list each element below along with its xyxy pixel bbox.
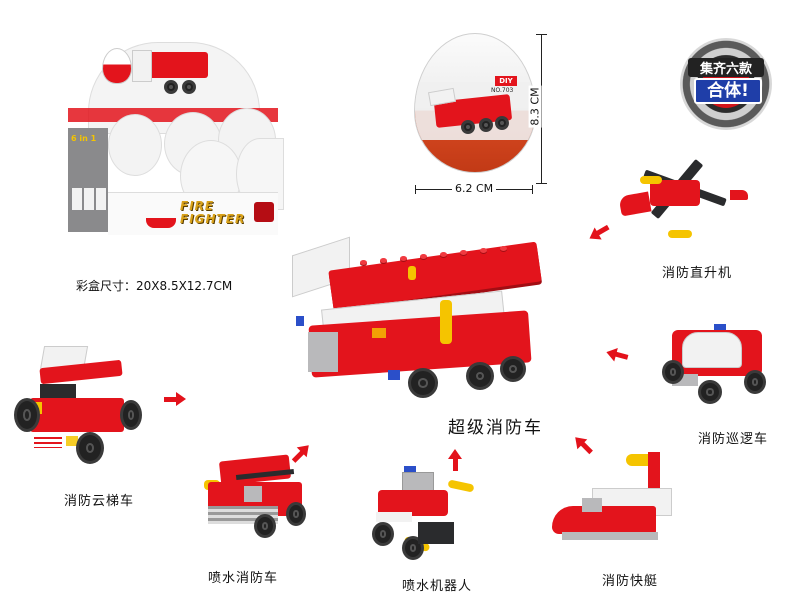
display-box: 6 in 1 FIRE FIGHTER xyxy=(68,42,284,235)
model-name-helicopter: 消防直升机 xyxy=(662,266,733,281)
truck-headlight xyxy=(388,370,400,380)
robot-cannon xyxy=(447,479,475,493)
egg-truck-wheel xyxy=(461,120,475,134)
width-dimension-tick xyxy=(532,185,533,194)
width-dimension-label: 6.2 CM xyxy=(452,182,497,195)
egg-diy-badge: DIY xyxy=(495,76,517,86)
height-dimension-tick xyxy=(536,34,547,35)
patrol-roof xyxy=(682,332,742,368)
boat-tower xyxy=(648,452,660,492)
patrol-wheel xyxy=(744,370,766,394)
box-side-thumb xyxy=(84,188,94,210)
arrow-icon xyxy=(587,223,611,243)
boat-windshield xyxy=(582,498,602,512)
truck-wheel xyxy=(500,356,526,382)
main-model-name: 超级消防车 xyxy=(448,418,543,438)
box-egg xyxy=(108,114,162,176)
main-model-super-fire-truck xyxy=(290,236,550,406)
truck-grille xyxy=(308,332,338,372)
boat-bottom xyxy=(562,532,658,540)
robot-base xyxy=(418,522,454,544)
heli-body xyxy=(650,180,700,206)
ladder-wheel xyxy=(14,398,40,432)
box-side-thumb xyxy=(72,188,82,210)
truck-headlight xyxy=(296,316,304,326)
egg-truck-wheel xyxy=(495,116,509,130)
arrow-icon xyxy=(605,347,629,362)
box-front-panel xyxy=(108,192,278,235)
heli-front xyxy=(618,191,652,217)
ladder-light xyxy=(66,436,78,446)
cannon-truck-wheel xyxy=(286,502,306,526)
height-dimension-tick xyxy=(536,183,547,184)
model-patrol-car xyxy=(662,312,772,404)
truck-wheel xyxy=(466,362,494,390)
box-front-truck xyxy=(254,202,274,222)
emblem-line2: 合体! xyxy=(694,78,762,104)
model-name-water-cannon-truck: 喷水消防车 xyxy=(208,571,279,586)
truck-wheel xyxy=(408,368,438,398)
robot-siren xyxy=(404,466,416,472)
box-side-panel: 6 in 1 xyxy=(68,128,108,232)
model-name-water-robot: 喷水机器人 xyxy=(402,579,473,594)
ladder-wheel xyxy=(120,400,142,430)
patrol-wheel xyxy=(662,360,684,384)
box-header-wheel xyxy=(164,80,178,94)
box-header-wheel xyxy=(182,80,196,94)
robot-panel xyxy=(376,512,412,522)
robot-body xyxy=(378,490,448,516)
robot-wheel xyxy=(372,522,394,546)
model-aerial-ladder-truck xyxy=(10,346,142,466)
emblem-line1: 集齐六款 xyxy=(688,58,764,77)
box-brand-logo: FIRE FIGHTER xyxy=(180,199,246,226)
collect-all-emblem: 集齐六款 合体! xyxy=(680,38,772,130)
model-name-patrol-car: 消防巡逻车 xyxy=(698,432,769,447)
cannon-truck-block xyxy=(244,486,262,502)
width-dimension-tick xyxy=(415,185,416,194)
model-speedboat xyxy=(552,448,672,548)
capsule-egg: DIY NO.703 xyxy=(414,33,536,173)
model-name-aerial-ladder-truck: 消防云梯车 xyxy=(64,494,135,509)
box-front-boat xyxy=(146,218,176,228)
truck-nozzle-top xyxy=(408,266,416,280)
box-side-thumb xyxy=(96,188,106,210)
truck-water-cannon xyxy=(440,300,452,344)
patrol-wheel xyxy=(698,380,722,404)
box-side-text: 6 in 1 xyxy=(71,134,97,143)
truck-light xyxy=(372,328,386,338)
ladder-grille xyxy=(34,434,62,448)
height-dimension-label: 8.3 CM xyxy=(528,85,542,128)
egg-truck-wheel xyxy=(479,118,493,132)
ladder-wheel xyxy=(76,432,104,464)
egg-model-number: NO.703 xyxy=(491,87,514,94)
arrow-icon xyxy=(450,449,460,471)
heli-cannon xyxy=(640,176,662,184)
model-helicopter xyxy=(618,150,750,240)
heli-tail xyxy=(730,190,748,200)
box-size-label: 彩盒尺寸：20X8.5X12.7CM xyxy=(76,279,233,293)
model-water-robot xyxy=(368,462,478,562)
boat-hull xyxy=(552,506,656,534)
patrol-siren xyxy=(714,324,726,330)
cannon-truck-wheel xyxy=(254,514,276,538)
arrow-icon xyxy=(164,392,186,406)
heli-cannon xyxy=(668,230,692,238)
model-water-cannon-truck xyxy=(200,452,310,542)
box-header-truck-cab xyxy=(132,50,152,82)
box-header-egg-icon xyxy=(102,48,132,84)
model-name-speedboat: 消防快艇 xyxy=(602,574,659,589)
ladder-body xyxy=(30,398,124,432)
